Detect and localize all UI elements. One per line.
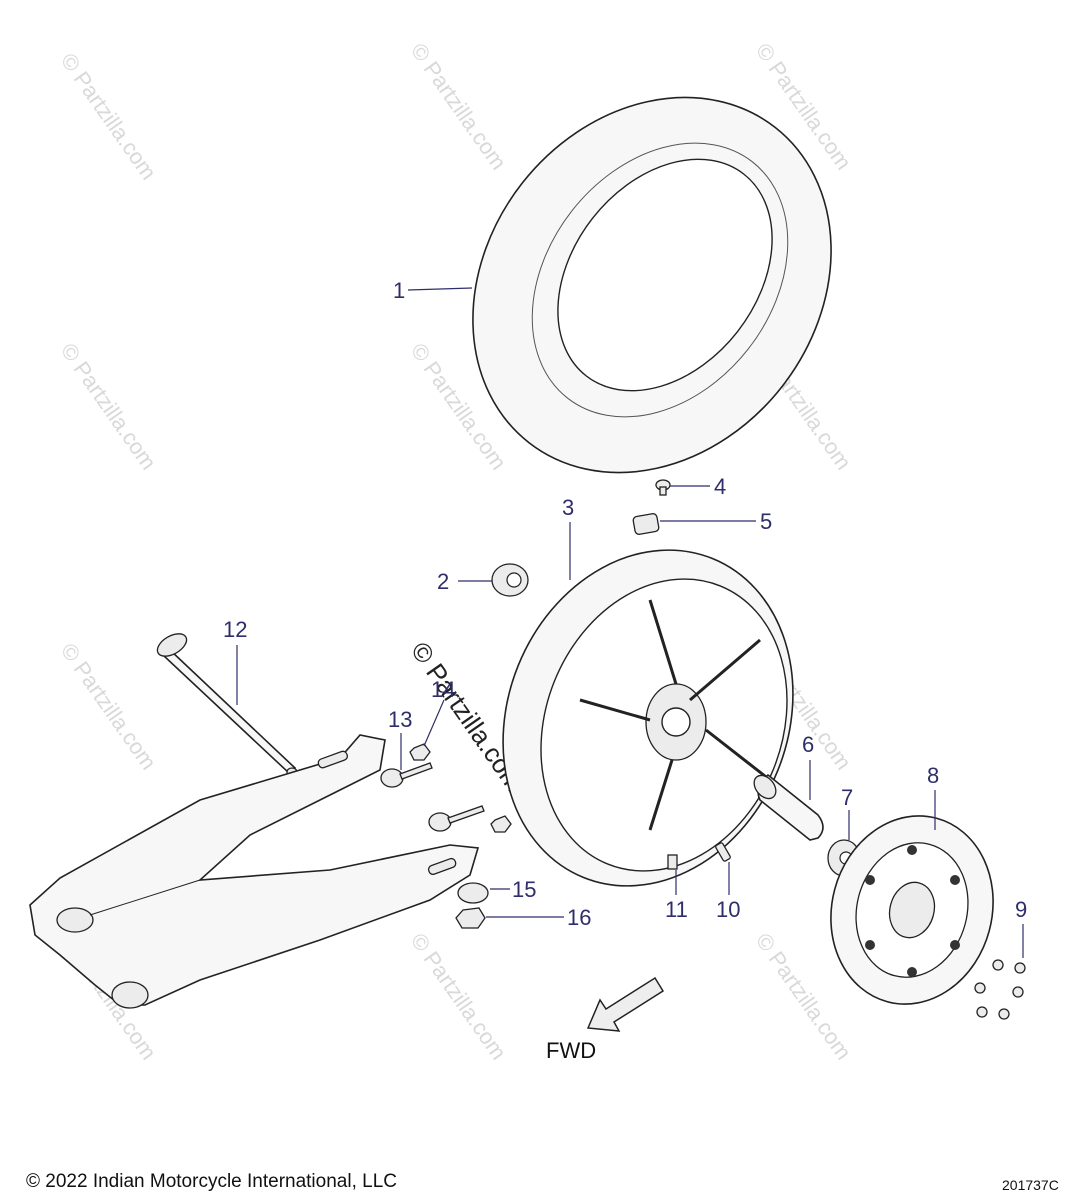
part-wheel-rim[interactable] bbox=[454, 506, 842, 930]
part-valve[interactable] bbox=[632, 513, 660, 535]
copyright-text: © 2022 Indian Motorcycle International, … bbox=[26, 1171, 397, 1192]
callout-label: 2 bbox=[437, 569, 449, 594]
part-brake-disc[interactable] bbox=[810, 798, 1014, 1023]
diagram-code: 201737C bbox=[1002, 1177, 1059, 1193]
callout-label: 1 bbox=[393, 278, 405, 303]
callout-4[interactable]: 4 bbox=[670, 474, 726, 499]
callout-label: 6 bbox=[802, 732, 814, 757]
part-weight[interactable] bbox=[667, 854, 678, 870]
part-washer[interactable] bbox=[457, 882, 489, 904]
part-screw[interactable] bbox=[655, 479, 671, 496]
part-swingarm[interactable] bbox=[29, 734, 480, 1009]
watermark: © Partzilla.com bbox=[406, 39, 512, 175]
part-spacer[interactable] bbox=[750, 771, 824, 841]
callout-7[interactable]: 7 bbox=[841, 785, 853, 840]
callout-8[interactable]: 8 bbox=[927, 763, 939, 830]
part-axle[interactable] bbox=[154, 629, 298, 777]
part-tire[interactable] bbox=[399, 26, 905, 544]
callout-label: 15 bbox=[512, 877, 536, 902]
forward-arrow: FWD bbox=[546, 976, 665, 1063]
callout-label: 10 bbox=[716, 897, 740, 922]
callout-label: 14 bbox=[431, 677, 455, 702]
callout-label: 8 bbox=[927, 763, 939, 788]
callout-label: 3 bbox=[562, 495, 574, 520]
part-nuts[interactable] bbox=[409, 743, 512, 833]
callout-10[interactable]: 10 bbox=[716, 862, 740, 922]
callout-1[interactable]: 1 bbox=[393, 278, 473, 303]
callout-16[interactable]: 16 bbox=[486, 905, 591, 930]
callout-11[interactable]: 11 bbox=[665, 870, 688, 922]
part-axle-nut[interactable] bbox=[455, 907, 486, 929]
callout-5[interactable]: 5 bbox=[660, 509, 772, 534]
callout-13[interactable]: 13 bbox=[388, 707, 412, 770]
callout-label: 13 bbox=[388, 707, 412, 732]
part-bearing-left[interactable] bbox=[491, 563, 529, 597]
watermark: © Partzilla.com bbox=[56, 639, 162, 775]
callout-15[interactable]: 15 bbox=[490, 877, 536, 902]
watermark: © Partzilla.com bbox=[406, 929, 512, 1065]
callout-3[interactable]: 3 bbox=[562, 495, 574, 580]
callout-2[interactable]: 2 bbox=[437, 569, 492, 594]
callout-label: 11 bbox=[665, 897, 688, 922]
callout-label: 4 bbox=[714, 474, 726, 499]
callout-14[interactable]: 14 bbox=[423, 677, 455, 747]
callout-label: 9 bbox=[1015, 897, 1027, 922]
callout-12[interactable]: 12 bbox=[223, 617, 247, 705]
watermark: © Partzilla.com bbox=[56, 339, 162, 475]
watermark: © Partzilla.com bbox=[56, 49, 162, 185]
forward-label: FWD bbox=[546, 1038, 596, 1063]
part-valve-stem[interactable] bbox=[715, 842, 731, 862]
callout-9[interactable]: 9 bbox=[1015, 897, 1027, 958]
callout-label: 7 bbox=[841, 785, 853, 810]
callout-6[interactable]: 6 bbox=[802, 732, 814, 800]
callout-label: 12 bbox=[223, 617, 247, 642]
callout-label: 5 bbox=[760, 509, 772, 534]
callout-label: 16 bbox=[567, 905, 591, 930]
part-adjuster-bolts[interactable] bbox=[380, 762, 485, 832]
part-disc-bolts[interactable] bbox=[974, 959, 1026, 1020]
